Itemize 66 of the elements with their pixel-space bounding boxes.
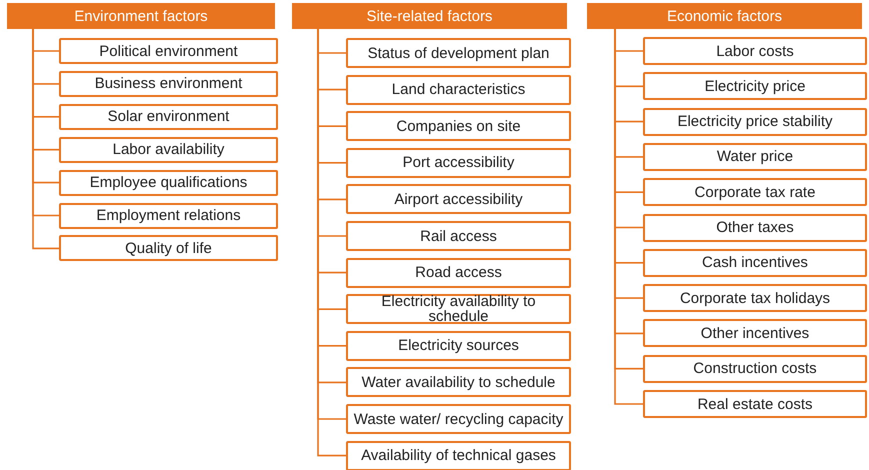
factor-label: Land characteristics [392,82,526,98]
factor-box [346,184,571,214]
factor-label: Employee qualifications [90,175,248,190]
factor-box [346,74,571,105]
factor-label: Status of development plan [368,46,550,60]
factor-box [59,104,278,130]
header-text: Site-related factors [366,8,492,24]
factor-label: Other taxes [716,220,794,235]
header-text: Environment factors [74,8,208,24]
factor-box [643,142,867,171]
factor-label: Cash incentives [702,255,808,270]
factor-box [346,294,571,324]
factor-box [643,390,867,418]
factor-label: Solar environment [108,109,230,124]
factor-label: Corporate tax holidays [680,290,830,306]
factor-label: Airport accessibility [394,192,523,207]
factor-box [59,38,278,64]
factor-box [643,178,867,206]
factor-box [59,170,278,196]
category-header [292,3,567,29]
factor-box [346,440,571,470]
factor-label: Construction costs [693,361,817,376]
factor-box [59,136,278,163]
factor-box [346,221,571,251]
factor-box [643,354,867,383]
factor-label: Road access [415,265,502,280]
factor-box [643,72,867,100]
category-header [7,3,275,29]
factor-label: Political environment [99,44,238,58]
factor-box [346,367,571,398]
factor-box [643,214,867,242]
factor-box [643,108,867,136]
factor-label: Rail access [420,228,497,244]
factor-label: Other incentives [700,326,810,341]
factor-box [346,404,571,434]
factor-box [643,248,867,277]
factor-label: Electricity sources [398,338,519,354]
factor-label: Companies on site [396,118,521,134]
factor-box [59,235,278,262]
factor-label: Electricity price [704,78,806,94]
factor-box [643,319,867,348]
factor-label: Availability of technical gases [361,448,556,464]
factor-label: Business environment [94,76,242,92]
factor-label: Water price [716,149,794,164]
category-header [587,3,862,29]
factor-label: Electricity availability to schedule [380,294,537,324]
factor-label: Labor availability [112,142,224,158]
factor-label: Labor costs [716,44,794,58]
factor-box [346,330,571,361]
header-text: Economic factors [666,8,782,24]
factor-box [643,37,867,65]
factor-box [346,258,571,288]
factor-box [643,284,867,312]
factor-label: Waste water/ recycling capacity [354,412,564,426]
factor-box [59,70,278,97]
factor-label: Electricity price stability [677,114,833,130]
factor-box [346,148,571,178]
factor-label: Port accessibility [402,155,514,170]
factor-box [59,202,278,228]
factor-label: Quality of life [125,240,212,256]
factor-box [346,38,571,68]
factor-label: Corporate tax rate [694,184,816,200]
factor-label: Water availability to schedule [362,374,556,390]
factor-label: Employment relations [96,208,241,223]
factor-label: Real estate costs [697,396,813,412]
factor-box [346,111,571,142]
